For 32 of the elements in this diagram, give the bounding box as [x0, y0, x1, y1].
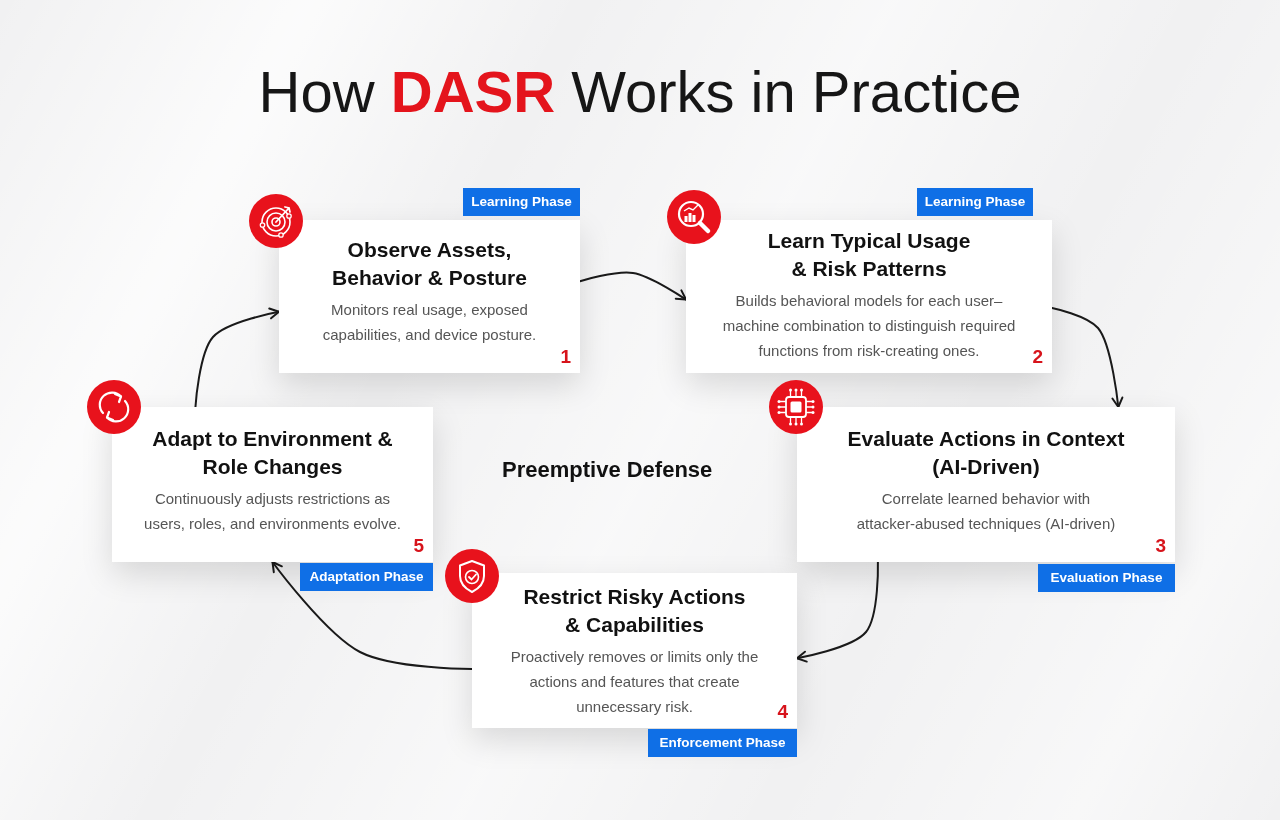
step-number: 2: [1032, 347, 1043, 367]
card-title: Restrict Risky Actions & Capabilities: [522, 584, 747, 638]
card-description: Continuously adjusts restrictions as users, roles, and environments evolve.: [143, 489, 402, 534]
page-title: How DASR Works in Practice: [258, 58, 1022, 126]
phase-tag: Enforcement Phase: [648, 729, 797, 757]
phase-tag: Learning Phase: [917, 188, 1033, 216]
curved-arrow: [1051, 307, 1124, 408]
curved-arrow: [579, 271, 687, 301]
step-card: [279, 220, 580, 373]
phase-tag: Adaptation Phase: [300, 563, 433, 591]
card-description: Correlate learned behavior with attacker-abused techniques (AI-driven): [855, 489, 1117, 534]
curved-arrow: [194, 307, 280, 408]
card-title: Evaluate Actions in Context (AI-Driven): [846, 426, 1126, 480]
step-card: [112, 407, 433, 562]
step-number: 5: [413, 536, 424, 556]
center-label: Preemptive Defense: [502, 456, 713, 484]
step-card: [472, 573, 797, 728]
step-number: 4: [777, 702, 788, 722]
card-title: Observe Assets, Behavior & Posture: [331, 237, 528, 291]
step-number: 1: [560, 347, 571, 367]
card-description: Proactively removes or limits only the actions and features that create unnecessary risk.: [509, 647, 760, 717]
curved-arrow: [796, 561, 879, 663]
step-card: [797, 407, 1175, 562]
step-number: 3: [1155, 536, 1166, 556]
curved-arrow: [271, 561, 473, 671]
card-description: Builds behavioral models for each user–machine combination to distinguish required functions from risk-creating ones.: [721, 291, 1017, 361]
phase-tag: Evaluation Phase: [1038, 564, 1175, 592]
step-card: [686, 220, 1052, 373]
card-description: Monitors real usage, exposed capabilities, and device posture.: [321, 300, 538, 345]
card-title: Learn Typical Usage & Risk Patterns: [766, 228, 972, 282]
card-title: Adapt to Environment & Role Changes: [151, 426, 394, 480]
phase-tag: Learning Phase: [463, 188, 580, 216]
